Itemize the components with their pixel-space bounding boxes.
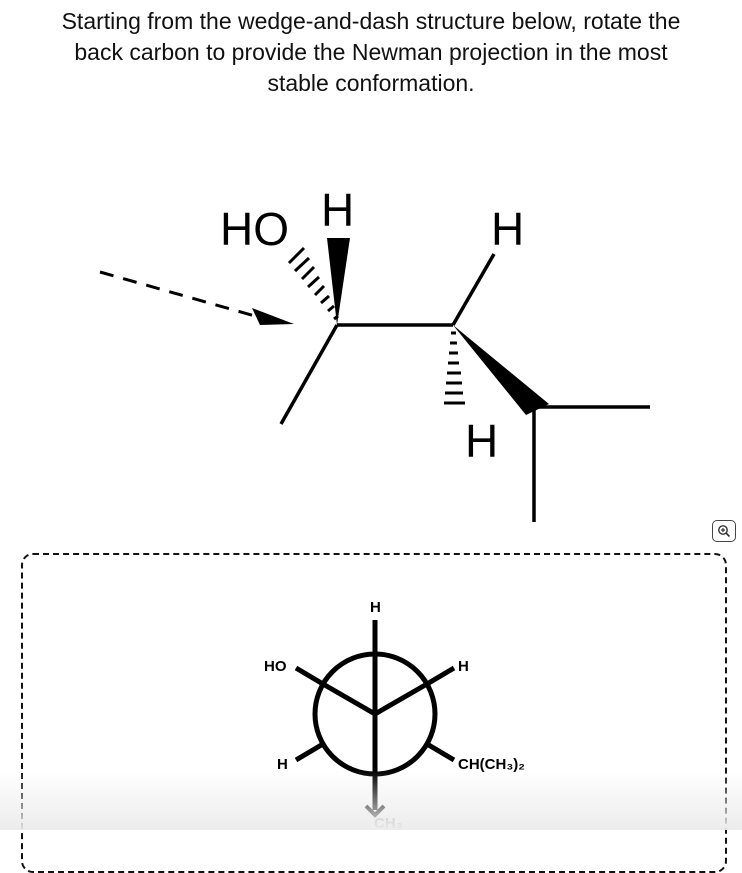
label-h-top-left: H [321,184,354,236]
zoom-button[interactable] [712,520,736,542]
label-h-bottom: H [465,415,498,467]
newman-front-bond-right [373,681,429,717]
newman-label-front-left: HO [264,658,287,675]
newman-projection: H HO H H CH(CH₃)₂ CH₃ [264,599,525,830]
hashed-bond-c2-h [444,331,465,405]
viewing-arrow [99,270,263,320]
hashed-bond-c1-oh [287,246,339,321]
question-line-1: Starting from the wedge-and-dash structu… [61,8,681,34]
newman-bond-right-lower [425,741,456,763]
newman-label-back-left: H [277,756,288,773]
question-line-2: back carbon to provide the Newman projec… [74,39,668,65]
answer-drop-area[interactable] [21,553,727,873]
diagram-canvas: HO H H H H HO H H CH(CH₃)₂ CH₃ [99,184,650,830]
label-h-top-right: H [491,203,524,255]
wedge-bond-c2-isopropyl [453,325,549,415]
viewing-arrowhead [252,308,294,325]
newman-bond-left-upper [294,665,325,687]
bond-c2-h-top [451,253,496,326]
newman-bond-left-lower [294,741,325,763]
newman-label-back-bottom-right: CH(CH₃)₂ [458,756,525,773]
wedge-dash-structure: HO H H H [99,184,650,522]
magnify-plus-icon [718,525,731,538]
newman-bond-right-upper [425,665,456,687]
newman-label-back-right: H [458,658,469,675]
newman-front-bond-left [321,681,377,717]
question-text: Starting from the wedge-and-dash structu… [20,6,722,99]
newman-label-front-top: H [370,599,381,616]
bond-c1-methyl [279,324,339,425]
question-line-3: stable conformation. [267,70,475,96]
wedge-bond-c1-h [327,238,350,325]
label-ho: HO [220,203,289,255]
